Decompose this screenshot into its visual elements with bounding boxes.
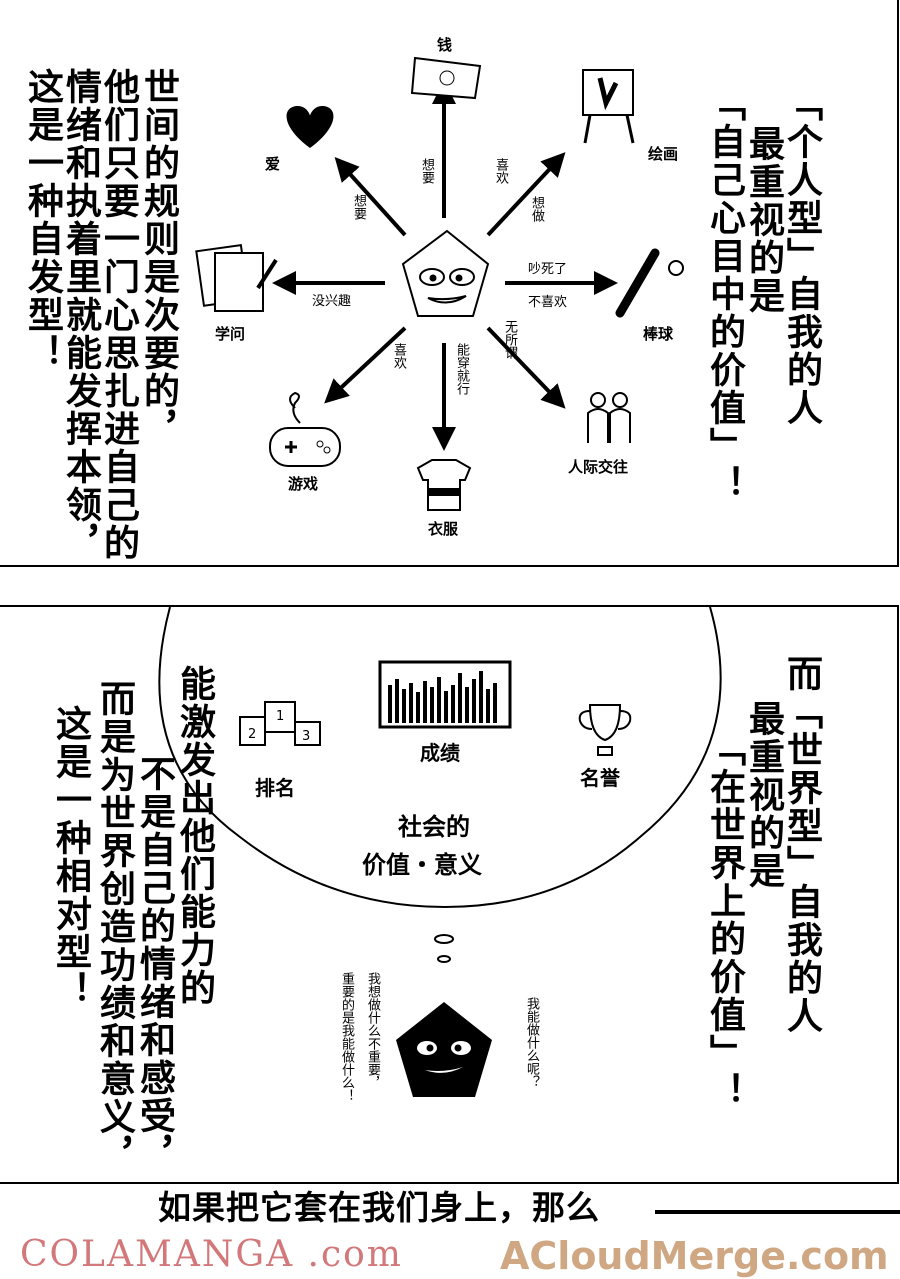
bar-chart-icon bbox=[378, 660, 512, 729]
thought-left-2: 重要的是我能做什么！ bbox=[339, 972, 354, 1102]
arrow-label-money: 想要 bbox=[419, 158, 434, 184]
study-icon bbox=[195, 243, 278, 312]
panel2-heading-3: 「在世界上的价值」！ bbox=[704, 730, 745, 1110]
value-diagram bbox=[195, 56, 684, 511]
heart-icon bbox=[286, 106, 334, 148]
panel-individual-type: 钱 绘画 爱 学问 棒球 游戏 衣服 人际交往 想要 喜欢 想做 想要 没兴趣 … bbox=[0, 0, 899, 567]
bubble-title-1: 社会的 bbox=[398, 813, 470, 841]
thought-right: 我能做什么呢？ bbox=[524, 997, 539, 1088]
caption: 如果把它套在我们身上，那么 bbox=[158, 1188, 600, 1227]
node-baseball-label: 棒球 bbox=[643, 325, 674, 343]
black-pentagon-face-icon bbox=[396, 1002, 492, 1097]
caption-dash bbox=[655, 1210, 900, 1214]
panel1-narration-2: 他们只要一门心思扎进自己的 bbox=[98, 68, 139, 562]
results-label: 成绩 bbox=[420, 741, 460, 765]
game-controller-icon bbox=[269, 391, 341, 467]
arrow-label-painting-b: 想做 bbox=[529, 196, 544, 222]
thought-left-1: 我想做什么不重要， bbox=[365, 972, 380, 1089]
node-painting-label: 绘画 bbox=[648, 145, 679, 163]
people-icon bbox=[587, 392, 631, 443]
arrow-label-games: 喜欢 bbox=[391, 343, 406, 369]
arrow-label-love: 想要 bbox=[351, 194, 366, 220]
bubble-title-2: 价值・意义 bbox=[362, 851, 482, 879]
panel1-narration-1: 世间的规则是次要的， bbox=[138, 68, 179, 448]
money-icon bbox=[410, 56, 482, 100]
arrow-label-baseball-b: 不喜欢 bbox=[528, 295, 568, 310]
podium-3: 3 bbox=[302, 729, 311, 744]
arrow-label-painting-a: 喜欢 bbox=[493, 158, 508, 184]
node-study-label: 学问 bbox=[215, 325, 246, 343]
podium-1: 1 bbox=[276, 709, 285, 724]
node-clothes-label: 衣服 bbox=[428, 520, 459, 538]
panel1-heading-2: 最重视的是 bbox=[743, 125, 784, 315]
panel2-narration-2: 不是自己的情绪和感受， bbox=[134, 755, 175, 1173]
panel2-narration-4: 这是一种相对型！ bbox=[50, 705, 91, 1009]
panel1-narration-3: 情绪和执着里就能发挥本领， bbox=[60, 68, 101, 562]
panel2-heading-2: 最重视的是 bbox=[743, 700, 784, 890]
node-games-label: 游戏 bbox=[288, 475, 319, 493]
arrow-label-social: 无所谓 bbox=[502, 320, 517, 359]
watermark-acloudmerge: ACloudMerge.com bbox=[500, 1234, 889, 1278]
shirt-icon bbox=[416, 459, 472, 511]
arrow-label-clothes: 能穿就行 bbox=[454, 343, 469, 395]
panel2-heading-1: 而「世界型」自我的人 bbox=[781, 655, 822, 1035]
pentagon-face-icon bbox=[401, 229, 490, 317]
panel2-narration-3: 而是为世界创造功绩和意义， bbox=[94, 680, 135, 1174]
panel1-narration-4: 这是一种自发型！ bbox=[22, 68, 63, 372]
node-money-label: 钱 bbox=[437, 36, 453, 54]
node-love-label: 爱 bbox=[265, 155, 281, 173]
trophy-icon bbox=[578, 704, 632, 756]
node-social-label: 人际交往 bbox=[568, 458, 629, 476]
watermark-colamanga: COLAMANGA .com bbox=[20, 1234, 403, 1275]
arrow-label-study: 没兴趣 bbox=[312, 294, 352, 309]
honor-label: 名誉 bbox=[580, 766, 620, 790]
thought-bubble-drawing bbox=[158, 607, 722, 1097]
podium-icon bbox=[239, 701, 321, 746]
panel-world-type: 1 2 3 排名 成绩 名誉 社会的 价值・意义 我想做什么不重要， 重要的是我… bbox=[0, 605, 899, 1184]
panel1-heading-3: 「自己心目中的价值」！ bbox=[704, 85, 745, 503]
ranking-label: 排名 bbox=[255, 776, 295, 800]
panel1-heading-1: 「个人型」自我的人 bbox=[781, 85, 822, 427]
podium-2: 2 bbox=[248, 727, 257, 742]
panel2-narration-1: 能激发出他们能力的 bbox=[174, 665, 215, 1007]
arrow-label-baseball-a: 吵死了 bbox=[528, 262, 568, 277]
baseball-icon bbox=[615, 248, 684, 318]
painting-icon bbox=[582, 69, 635, 144]
